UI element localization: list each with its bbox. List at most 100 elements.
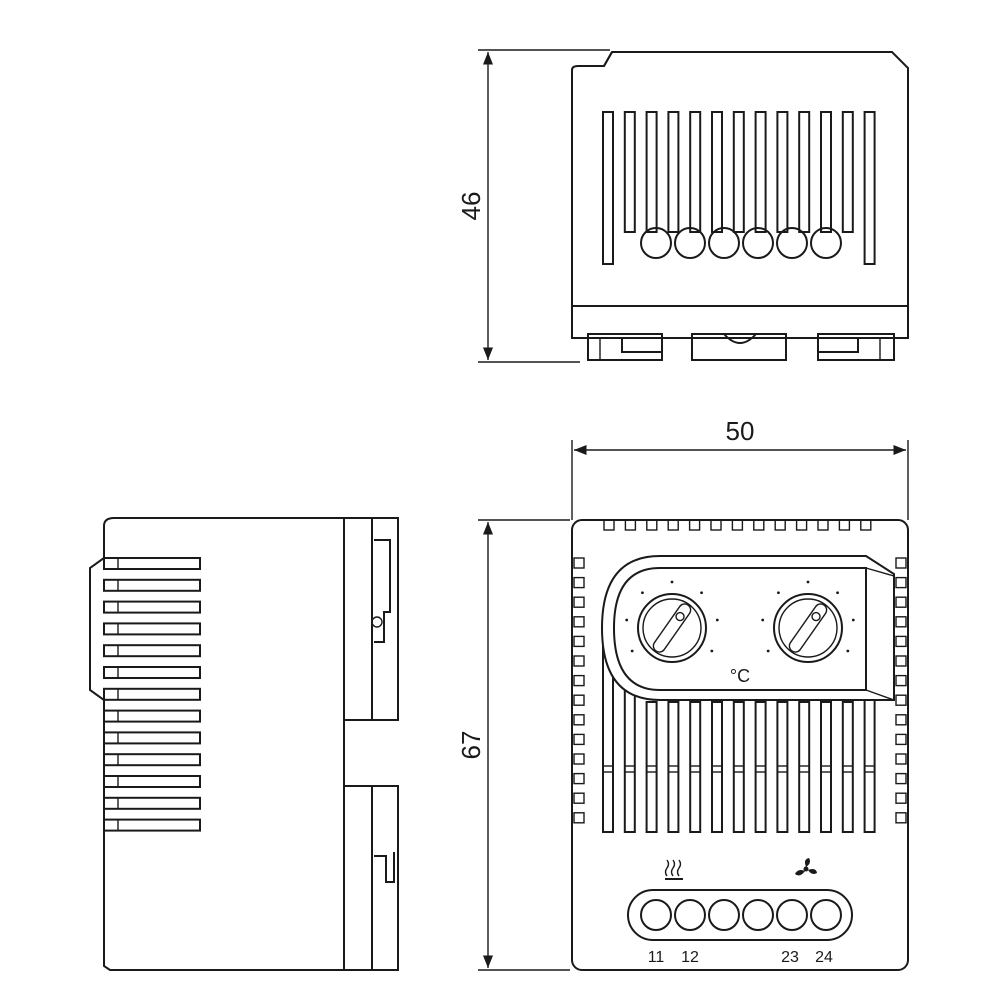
vent-fin bbox=[103, 818, 201, 832]
vent-fin bbox=[103, 557, 201, 570]
vent-fin bbox=[103, 775, 201, 788]
vent-slot bbox=[667, 111, 680, 233]
vent-slot bbox=[776, 701, 789, 833]
edge-vent bbox=[774, 519, 786, 531]
heating-icon bbox=[664, 859, 683, 880]
edge-vent bbox=[895, 694, 907, 706]
edge-vent bbox=[573, 772, 585, 785]
vent-slot bbox=[798, 701, 811, 833]
vent-slot bbox=[820, 111, 832, 233]
edge-vent bbox=[895, 557, 907, 569]
vent-slot bbox=[732, 111, 745, 233]
terminal-label-12: 12 bbox=[681, 949, 699, 966]
terminal-opening bbox=[742, 227, 774, 259]
vent-fin bbox=[103, 796, 201, 810]
edge-vent bbox=[753, 519, 765, 531]
vent-fin bbox=[103, 753, 201, 767]
vent-slot bbox=[732, 701, 745, 833]
top-view: 46 bbox=[456, 49, 909, 363]
side-view bbox=[89, 517, 399, 971]
temperature-unit-label: °C bbox=[730, 666, 750, 686]
edge-vent bbox=[646, 519, 658, 531]
edge-vent bbox=[667, 519, 679, 531]
temperature-knobs bbox=[625, 580, 855, 663]
vent-fin bbox=[103, 731, 201, 745]
front-edge-vents bbox=[573, 519, 907, 824]
vent-slot bbox=[711, 111, 723, 233]
width-dimension-label: 50 bbox=[726, 416, 755, 446]
edge-vent bbox=[895, 596, 907, 608]
edge-vent bbox=[895, 772, 907, 785]
terminal-opening bbox=[708, 227, 740, 259]
edge-vent bbox=[895, 792, 907, 804]
dial-panel bbox=[600, 555, 895, 701]
vent-slot bbox=[798, 111, 811, 233]
edge-vent bbox=[710, 519, 722, 531]
vent-fin bbox=[103, 666, 201, 679]
edge-vent bbox=[624, 519, 637, 531]
vent-slot bbox=[841, 111, 854, 233]
depth-dimension-label: 67 bbox=[456, 731, 486, 760]
terminal-opening bbox=[708, 899, 740, 931]
edge-vent bbox=[895, 812, 907, 824]
vent-slot bbox=[645, 111, 658, 233]
edge-vent bbox=[603, 519, 615, 531]
vent-fin bbox=[103, 600, 201, 614]
terminal-opening bbox=[674, 899, 706, 931]
height-dimension: 46 bbox=[456, 49, 610, 363]
terminal-opening bbox=[776, 227, 808, 259]
vent-slot bbox=[689, 701, 702, 833]
side-vent-fins bbox=[103, 557, 201, 832]
top-vent-slots bbox=[602, 111, 876, 265]
din-clip-top-view bbox=[587, 333, 895, 361]
terminal-opening bbox=[640, 899, 672, 931]
side-housing bbox=[89, 517, 345, 971]
width-dimension: 50 bbox=[571, 416, 909, 520]
knob-heating bbox=[625, 580, 719, 663]
edge-vent bbox=[573, 792, 585, 804]
edge-vent bbox=[895, 714, 907, 726]
vent-slot bbox=[711, 701, 723, 833]
edge-vent bbox=[573, 655, 585, 667]
fan-icon bbox=[795, 858, 817, 876]
edge-vent bbox=[895, 753, 907, 765]
vent-slot bbox=[667, 701, 680, 833]
vent-slot bbox=[689, 111, 702, 233]
vent-slot bbox=[820, 701, 832, 833]
terminal-label-11: 11 bbox=[648, 949, 665, 966]
vent-slot bbox=[645, 701, 658, 833]
vent-slot bbox=[754, 111, 767, 233]
edge-vent bbox=[573, 635, 585, 648]
edge-vent bbox=[795, 519, 808, 531]
edge-vent bbox=[895, 616, 907, 628]
top-housing bbox=[571, 51, 909, 339]
top-terminal-openings bbox=[640, 227, 842, 259]
edge-vent bbox=[573, 714, 585, 726]
vent-fin bbox=[103, 622, 201, 636]
front-view: 50 67 °C bbox=[456, 416, 909, 971]
edge-vent bbox=[573, 596, 585, 608]
terminal-opening bbox=[810, 227, 842, 259]
edge-vent bbox=[895, 655, 907, 667]
edge-vent bbox=[573, 576, 585, 589]
depth-dimension: 67 bbox=[456, 519, 570, 971]
vent-slot bbox=[602, 111, 614, 265]
vent-fin bbox=[103, 644, 201, 658]
vent-fin bbox=[103, 709, 201, 723]
edge-vent bbox=[860, 519, 872, 531]
vent-fin bbox=[103, 687, 201, 701]
terminal-opening bbox=[776, 899, 808, 931]
height-dimension-label: 46 bbox=[456, 192, 486, 221]
vent-slot bbox=[841, 701, 854, 833]
terminal-label-23: 23 bbox=[781, 949, 799, 966]
edge-vent bbox=[573, 753, 585, 765]
terminal-opening bbox=[742, 899, 774, 931]
vent-slot bbox=[754, 701, 767, 833]
edge-vent bbox=[573, 616, 585, 628]
terminal-opening bbox=[674, 227, 706, 259]
edge-vent bbox=[573, 674, 585, 687]
terminal-opening bbox=[810, 899, 842, 931]
edge-vent bbox=[573, 812, 585, 824]
edge-vent bbox=[573, 557, 585, 569]
